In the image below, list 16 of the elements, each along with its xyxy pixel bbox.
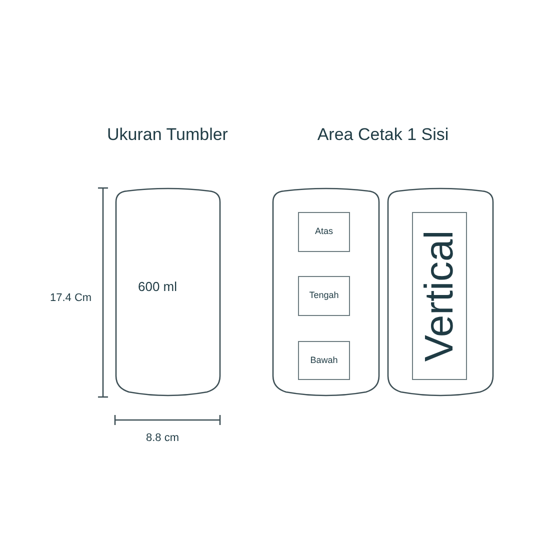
section-heading: Ukuran Tumbler — [106, 124, 229, 146]
print-area — [298, 341, 350, 380]
print-area-text: Vertical — [420, 230, 460, 362]
capacity-text: 600 ml — [138, 278, 178, 296]
print-area-text: Atas — [314, 225, 333, 238]
print-area — [298, 212, 350, 252]
print-area-text: Tengah — [309, 289, 339, 302]
print-area-text: Bawah — [310, 354, 338, 367]
tumbler-outline — [272, 188, 380, 398]
print-area — [412, 212, 467, 380]
tumbler-outline — [387, 188, 494, 398]
section-heading: Area Cetak 1 Sisi — [316, 124, 450, 146]
tumbler-outline — [115, 188, 221, 398]
dimension-label: 8.8 cm — [146, 431, 180, 446]
print-area — [298, 276, 350, 316]
dimension-label: 17.4 Cm — [50, 291, 92, 306]
